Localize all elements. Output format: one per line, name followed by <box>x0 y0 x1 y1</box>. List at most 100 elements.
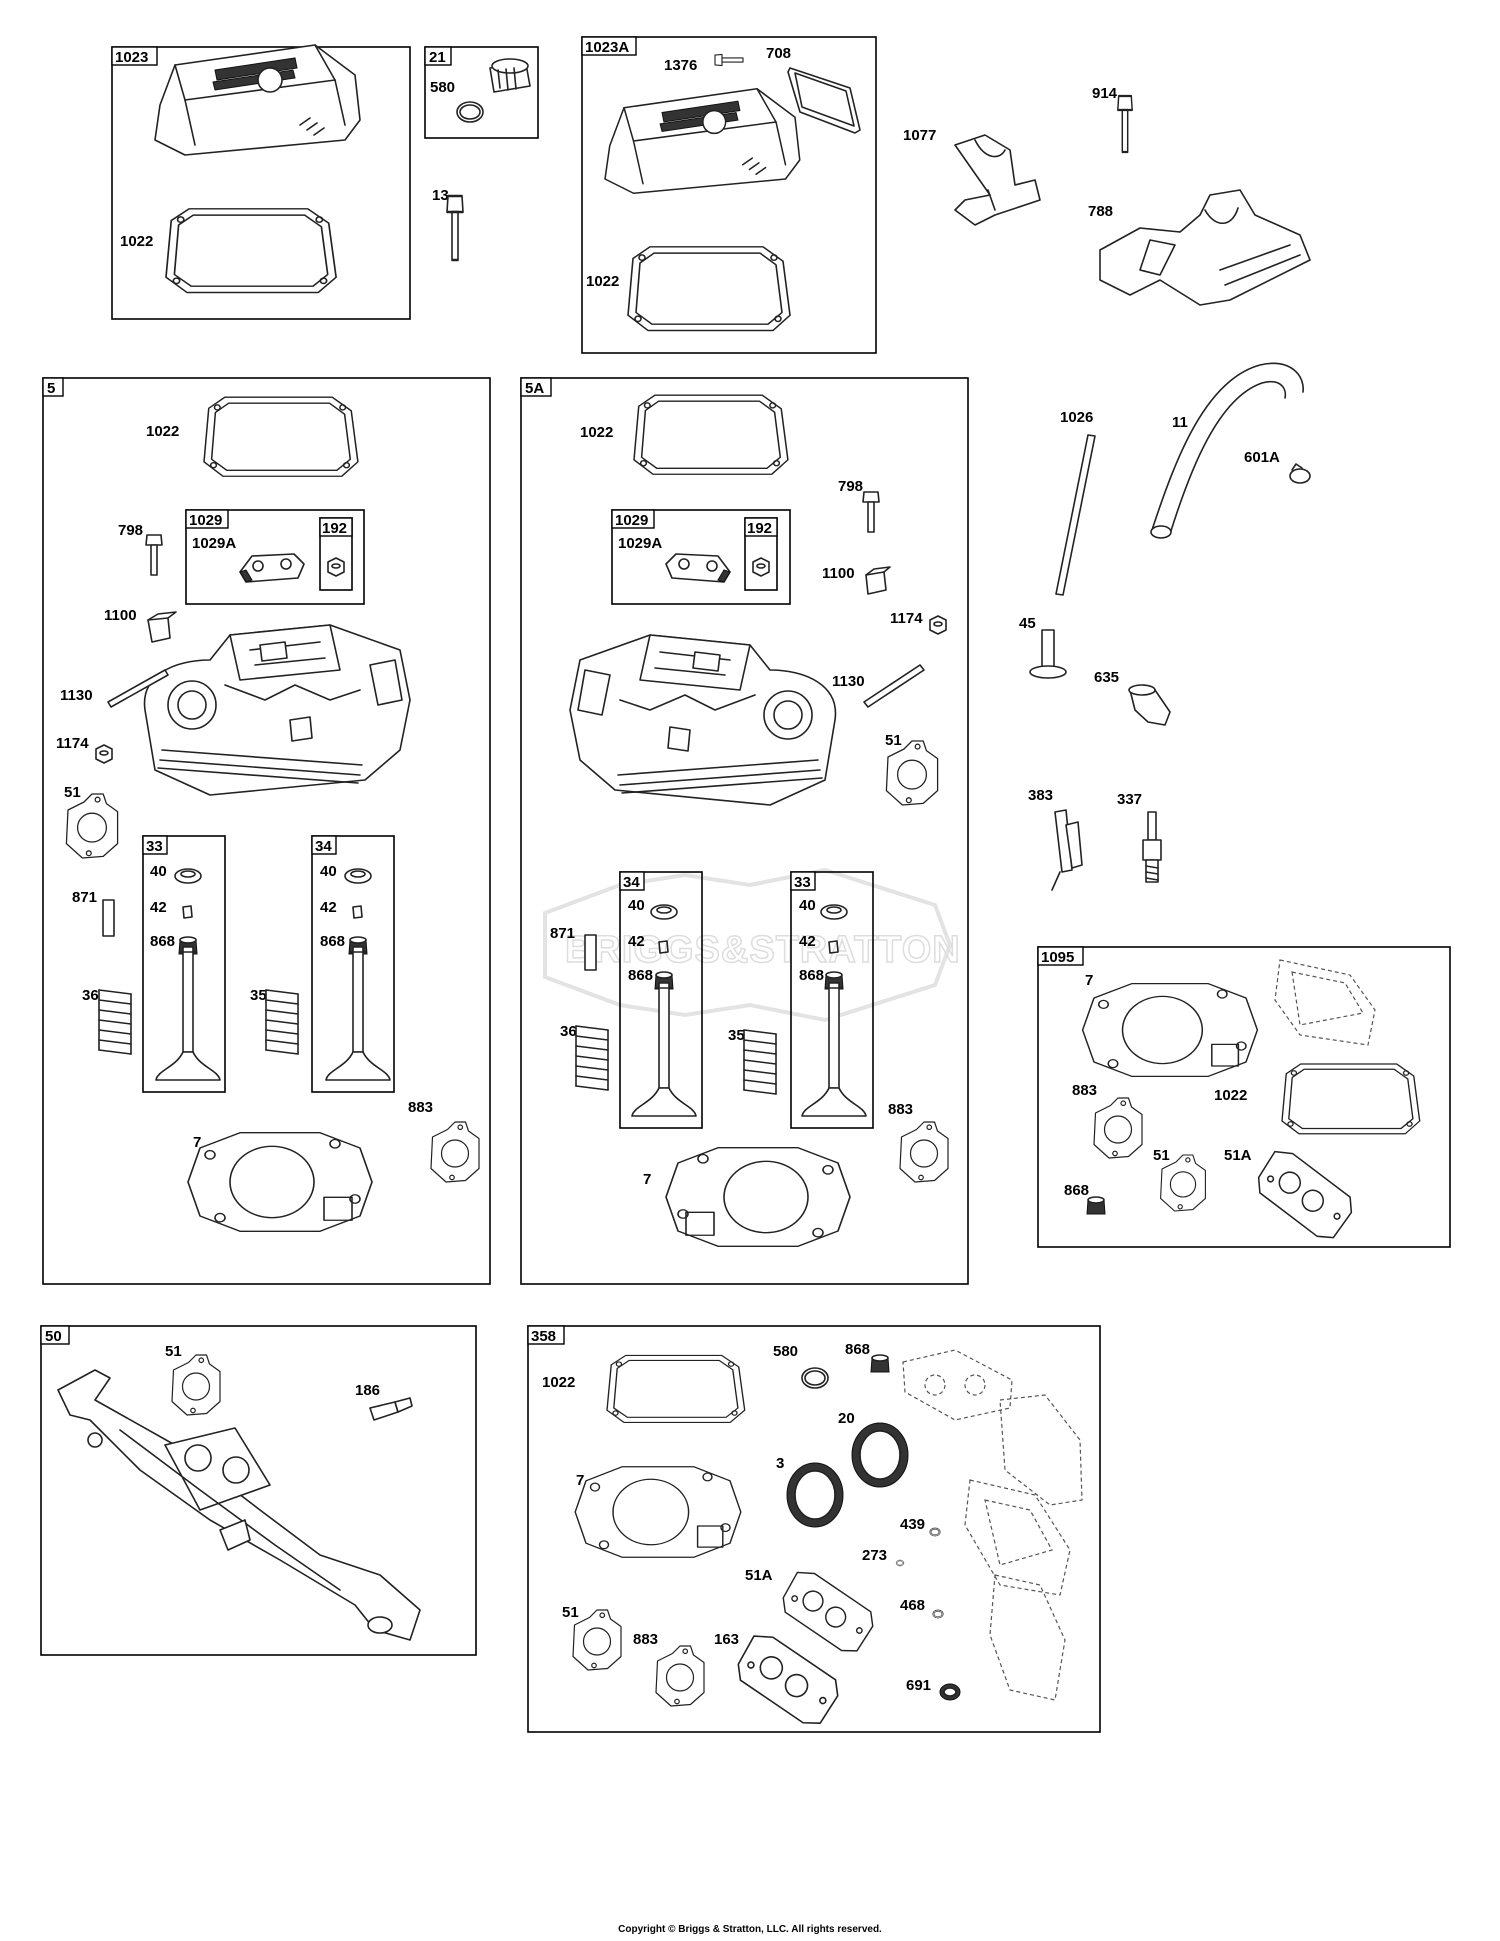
label-7: 7 <box>193 1134 201 1151</box>
cover-gasket-part <box>1281 1063 1421 1135</box>
label-1022: 1022 <box>580 424 613 441</box>
valve-seal-part <box>870 1354 890 1373</box>
label-708: 708 <box>766 45 791 62</box>
retainer-part <box>344 868 372 884</box>
dashed-gasket-part <box>1274 959 1376 1046</box>
flange-gasket-part <box>772 1565 884 1659</box>
label-868: 868 <box>845 1341 870 1358</box>
port-gasket-part <box>899 1121 949 1183</box>
copyright-notice: Copyright © Briggs & Stratton, LLC. All … <box>618 1924 882 1935</box>
bracket-1077-part <box>954 134 1041 226</box>
label-35: 35 <box>728 1027 745 1044</box>
label-45: 45 <box>1019 615 1036 632</box>
port-gasket-part <box>65 793 119 859</box>
label-40: 40 <box>628 897 645 914</box>
intake-manifold-part <box>57 1369 421 1641</box>
frame-1023A: 1023A 1376 708 1022 <box>581 36 877 354</box>
spring-part <box>575 1025 609 1091</box>
label-871: 871 <box>72 889 97 906</box>
breather-tube-11-part <box>1150 362 1304 539</box>
label-883: 883 <box>633 1631 658 1648</box>
nut-1174-part <box>929 615 947 635</box>
label-51: 51 <box>562 1604 579 1621</box>
cylinder-head-part <box>569 634 837 806</box>
label-1022: 1022 <box>120 233 153 250</box>
label-1022: 1022 <box>146 423 179 440</box>
label-13: 13 <box>432 187 449 204</box>
bolt-13-part <box>445 194 465 262</box>
guide-1100-part <box>865 566 891 595</box>
guide-1100-part <box>147 611 177 643</box>
nut-part <box>327 557 345 577</box>
frame-21: 21 580 <box>424 46 539 139</box>
label-51: 51 <box>1153 1147 1170 1164</box>
label-42: 42 <box>799 933 816 950</box>
label-51A: 51A <box>745 1567 773 1584</box>
label-788: 788 <box>1088 203 1113 220</box>
watermark-logo: BRIGGS&STRATTON <box>543 867 960 1023</box>
label-42: 42 <box>628 933 645 950</box>
label-1022: 1022 <box>586 273 619 290</box>
frame-5A: 5A 1022 798 1029 1029A 192 1100 1174 113… <box>520 377 969 1285</box>
cover-gasket-part <box>606 1354 746 1424</box>
oring-part <box>801 1367 829 1389</box>
fitting-186-part <box>369 1397 413 1421</box>
seal-20-part <box>851 1422 909 1488</box>
label-11: 11 <box>1172 414 1188 431</box>
frame-tag-1023A: 1023A <box>585 39 629 56</box>
label-798: 798 <box>118 522 143 539</box>
valve-cover-part <box>154 44 361 156</box>
valve-part <box>801 982 867 1117</box>
valve-cover-part <box>604 87 801 195</box>
label-20: 20 <box>838 1410 855 1427</box>
label-7: 7 <box>643 1171 651 1188</box>
boot-635-part <box>1128 684 1171 726</box>
retainer-part <box>174 868 202 884</box>
frame-1095: 1095 7 883 1022 51 51A 868 <box>1037 946 1451 1248</box>
label-601A: 601A <box>1244 449 1280 466</box>
label-868: 868 <box>320 933 345 950</box>
oring-439-part <box>929 1527 941 1537</box>
oring-468-part <box>932 1609 944 1619</box>
frame-tag-1095: 1095 <box>1041 949 1074 966</box>
label-868: 868 <box>628 967 653 984</box>
bolt-1376-part <box>714 53 744 67</box>
tappet-45-part <box>1029 629 1067 679</box>
label-51: 51 <box>64 784 81 801</box>
nut-part <box>752 557 770 577</box>
label-1029A: 1029A <box>192 535 236 552</box>
cover-gasket-part <box>165 207 337 294</box>
rocker-arm-part <box>239 553 305 583</box>
label-40: 40 <box>150 863 167 880</box>
bolt-914-part <box>1116 94 1134 154</box>
frame-tag-1029: 1029 <box>189 512 222 529</box>
label-871: 871 <box>550 925 575 942</box>
head-gasket-part <box>187 1131 373 1233</box>
label-51: 51 <box>885 732 902 749</box>
cover-gasket-part <box>203 396 359 478</box>
frame-tag-358: 358 <box>531 1328 556 1345</box>
seal-691-part <box>939 1683 961 1701</box>
bolt-798-part <box>145 534 163 576</box>
head-gasket-part <box>665 1146 851 1248</box>
keeper-part <box>352 905 363 919</box>
frame-tag-33: 33 <box>794 874 811 891</box>
label-691: 691 <box>906 1677 931 1694</box>
frame-tag-192: 192 <box>747 520 772 537</box>
label-273: 273 <box>862 1547 887 1564</box>
label-883: 883 <box>888 1101 913 1118</box>
oring-part <box>456 101 484 123</box>
valve-seal-part <box>1086 1196 1106 1215</box>
retainer-part <box>820 904 848 920</box>
label-36: 36 <box>560 1023 577 1040</box>
sensor-383-part <box>1051 809 1083 891</box>
spring-part <box>743 1029 777 1095</box>
label-439: 439 <box>900 1516 925 1533</box>
retainer-part <box>650 904 678 920</box>
label-1100: 1100 <box>822 565 855 582</box>
label-1100: 1100 <box>104 607 137 624</box>
label-580: 580 <box>430 79 455 96</box>
label-1029A: 1029A <box>618 535 662 552</box>
label-1130: 1130 <box>832 673 865 690</box>
